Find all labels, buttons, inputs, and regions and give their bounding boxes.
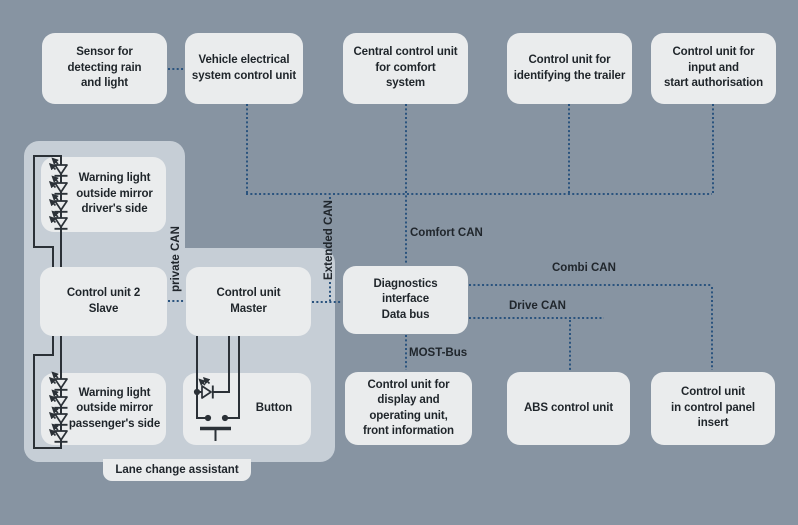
drive-can-line [469,317,604,370]
node-vehicle-electrical-unit: Vehicle electrical system control unit [185,33,303,104]
node-control-unit-2-slave: Control unit 2 Slave [40,267,167,336]
node-button: Button [183,373,311,445]
node-input-start-auth-unit: Control unit for input and start authori… [651,33,776,104]
node-warning-light-passenger: Warning light outside mirror passenger's… [41,373,166,445]
node-abs-control-unit: ABS control unit [507,372,630,445]
most-bus-label: MOST-Bus [409,347,468,359]
combi-can-line [469,284,713,370]
combi-can-label: Combi CAN [552,262,616,274]
lane-change-assistant-tab: Lane change assistant [103,459,251,481]
node-display-operating-unit: Control unit for display and operating u… [345,372,472,445]
node-control-unit-master: Control unit Master [186,267,311,336]
comfort-can-label: Comfort CAN [410,227,483,239]
node-control-panel-insert: Control unit in control panel insert [651,372,775,445]
drive-can-label: Drive CAN [509,300,566,312]
node-rain-light-sensor: Sensor for detecting rain and light [42,33,167,104]
node-warning-light-driver: Warning light outside mirror driver's si… [41,157,166,232]
private-can-label: private CAN [170,226,182,292]
node-trailer-identify-unit: Control unit for identifying the trailer [507,33,632,104]
extended-can-label: Extended CAN [323,200,335,280]
lane-change-assistant-label: Lane change assistant [115,464,239,476]
node-diagnostics-interface: Diagnostics interface Data bus [343,266,468,334]
node-central-comfort-unit: Central control unit for comfort system [343,33,468,104]
